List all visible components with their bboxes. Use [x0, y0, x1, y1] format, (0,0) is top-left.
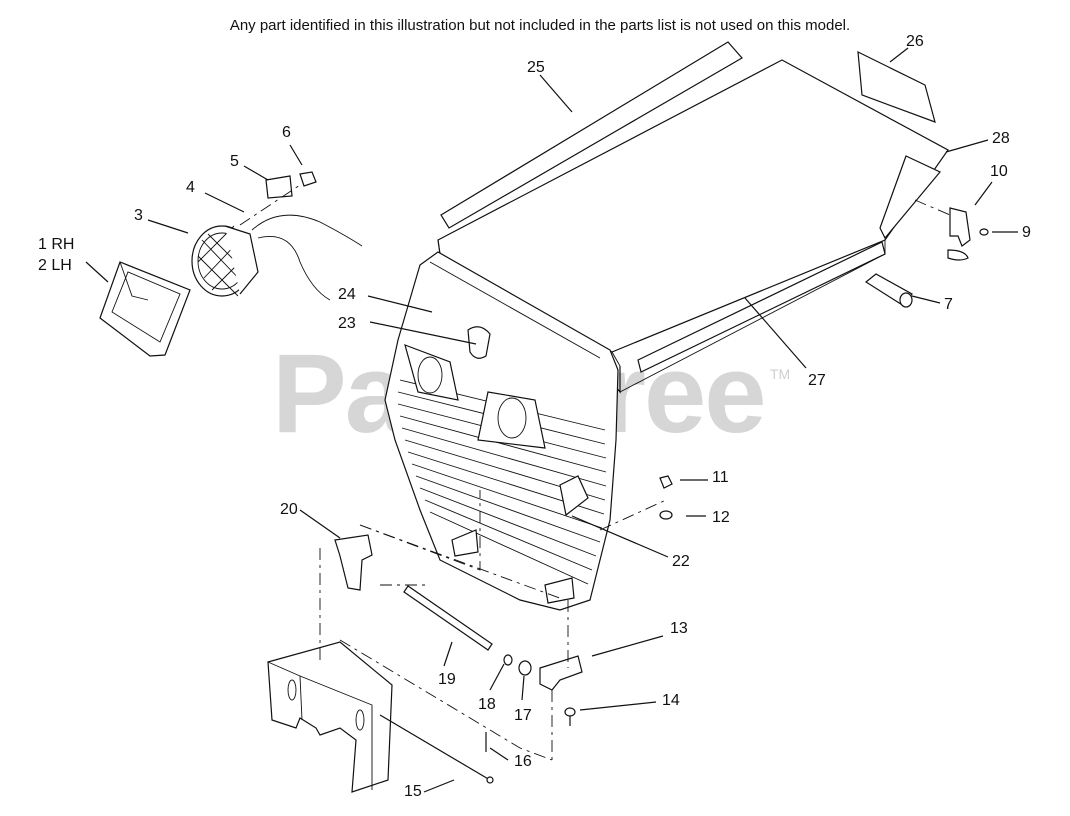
latch-screw-9	[979, 228, 989, 236]
callout-27: 27	[808, 372, 826, 389]
headlight-bezel	[99, 261, 191, 357]
callout-1rh: 1 RH	[38, 236, 74, 253]
callout-6: 6	[282, 124, 291, 141]
hood-nut-11	[659, 475, 673, 489]
trademark-mark: TM	[770, 366, 791, 382]
hood-washer-12	[659, 510, 673, 520]
callout-2lh: 2 LH	[38, 257, 72, 274]
hood-grille	[384, 251, 619, 611]
callout-10: 10	[990, 163, 1008, 180]
callout-13: 13	[670, 620, 688, 637]
callout-28: 28	[992, 130, 1010, 147]
callout-20: 20	[280, 501, 298, 518]
headlight-harness-4	[239, 184, 363, 301]
decal-side-27	[637, 155, 941, 373]
callout-14: 14	[662, 692, 680, 709]
headlight-nut-6	[299, 171, 317, 187]
callout-16: 16	[514, 753, 532, 770]
leader-lines	[85, 47, 1018, 793]
headlight-bracket-5	[265, 175, 293, 199]
callout-5: 5	[230, 153, 239, 170]
callout-4: 4	[186, 179, 195, 196]
callout-25: 25	[527, 59, 545, 76]
hinge-screw-14	[564, 707, 576, 726]
callout-11: 11	[712, 469, 729, 486]
callout-3: 3	[134, 207, 143, 224]
callout-labels: 1 RH 2 LH 3 4 5 6 7 9 10 11 12 13 14 15 …	[38, 33, 1031, 800]
decal-panel-26	[857, 50, 936, 123]
assembly-lines	[319, 199, 951, 761]
hinge-washer-17	[518, 660, 532, 676]
callout-17: 17	[514, 707, 532, 724]
hinge-bushing-18	[503, 654, 513, 666]
diagram-notice: Any part identified in this illustration…	[229, 17, 851, 34]
hood-hinge-bracket-20	[334, 534, 373, 591]
hood-emblem-23	[467, 326, 491, 359]
decal-stripe-25	[440, 41, 743, 229]
grille-bracket-22	[559, 475, 589, 517]
callout-24: 24	[338, 286, 356, 303]
hinge-rod-19	[403, 585, 493, 651]
callout-26: 26	[906, 33, 924, 50]
callout-12: 12	[712, 509, 730, 526]
callout-9: 9	[1022, 224, 1031, 241]
hinge-bracket-13	[539, 655, 583, 691]
callout-7: 7	[944, 296, 953, 313]
callout-23: 23	[338, 315, 356, 332]
hood-handle-7	[864, 273, 913, 308]
hood-mount-frame	[267, 641, 393, 793]
callout-19: 19	[438, 671, 456, 688]
callout-18: 18	[478, 696, 496, 713]
hood-latch-10	[947, 207, 971, 261]
callout-15: 15	[404, 783, 422, 800]
callout-22: 22	[672, 553, 690, 570]
headlight-lamp	[191, 225, 259, 297]
pivot-pin-15	[379, 714, 494, 784]
